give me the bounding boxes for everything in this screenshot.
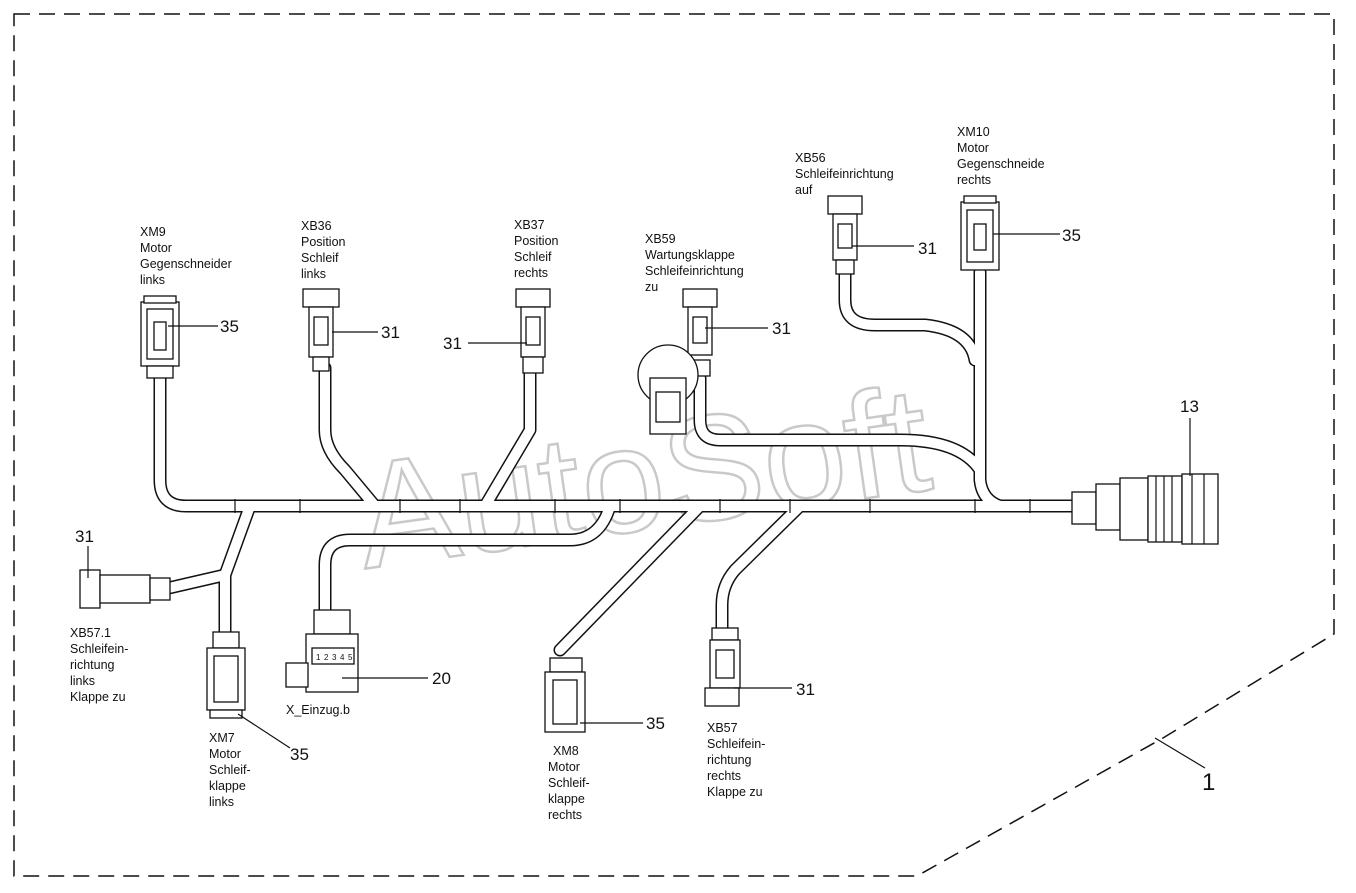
pin-2: 2 (324, 653, 329, 662)
pin-1: 1 (316, 653, 321, 662)
harness-wires (153, 265, 1087, 657)
item-number-xb56: 31 (918, 239, 937, 258)
label-xm7: XM7 Motor Schleif- klappe links (209, 731, 254, 809)
xm7-connector (206, 631, 246, 719)
pin-5: 5 (348, 653, 353, 662)
item-number-xb59: 31 (772, 319, 791, 338)
label-xm9: XM9 Motor Gegenschneider links (140, 225, 235, 287)
label-xb36: XB36 Position Schleif links (301, 219, 349, 281)
leader-lines (87, 233, 1206, 769)
item-number-xm10: 35 (1062, 226, 1081, 245)
label-xm8: XM8 Motor Schleif- klappe rechts (548, 744, 593, 822)
xb57-1-connector (79, 569, 171, 609)
label-xm10: XM10 Motor Gegenschneide rechts (957, 125, 1048, 187)
plug-connector-13 (1071, 473, 1219, 545)
xm8-connector (544, 657, 586, 733)
xb56-connector (827, 195, 863, 275)
xb36-connector (302, 288, 340, 372)
item-number-xb57: 31 (796, 680, 815, 699)
label-x-einzug: X_Einzug.b (286, 703, 350, 717)
xm10-connector (960, 195, 1000, 271)
pin-4: 4 (340, 653, 345, 662)
label-xb57: XB57 Schleifein- richtung rechts Klappe … (707, 721, 769, 799)
item-number-assembly: 1 (1202, 769, 1215, 796)
item-number-xm8: 35 (646, 714, 665, 733)
xb59-secondary-plug (637, 344, 699, 435)
x-einzug-connector (285, 609, 359, 693)
item-number-xb37: 31 (443, 334, 462, 353)
pin-3: 3 (332, 653, 337, 662)
xb37-connector (515, 288, 551, 374)
label-xb59: XB59 Wartungsklappe Schleifeinrichtung z… (645, 232, 747, 294)
label-xb37: XB37 Position Schleif rechts (514, 218, 562, 280)
label-xb56: XB56 Schleifeinrichtung auf (795, 151, 897, 197)
label-xb57-1: XB57.1 Schleifein- richtung links Klappe… (70, 626, 132, 704)
item-number-xb57-1: 31 (75, 527, 94, 546)
xm9-connector (140, 295, 180, 379)
item-number-xb36: 31 (381, 323, 400, 342)
item-number-xm7: 35 (290, 745, 309, 764)
item-number-plug: 13 (1180, 397, 1199, 416)
item-number-x-einzug: 20 (432, 669, 451, 688)
assembly-frame (13, 13, 1335, 877)
xb57-connector (704, 627, 741, 707)
item-number-xm9: 35 (220, 317, 239, 336)
